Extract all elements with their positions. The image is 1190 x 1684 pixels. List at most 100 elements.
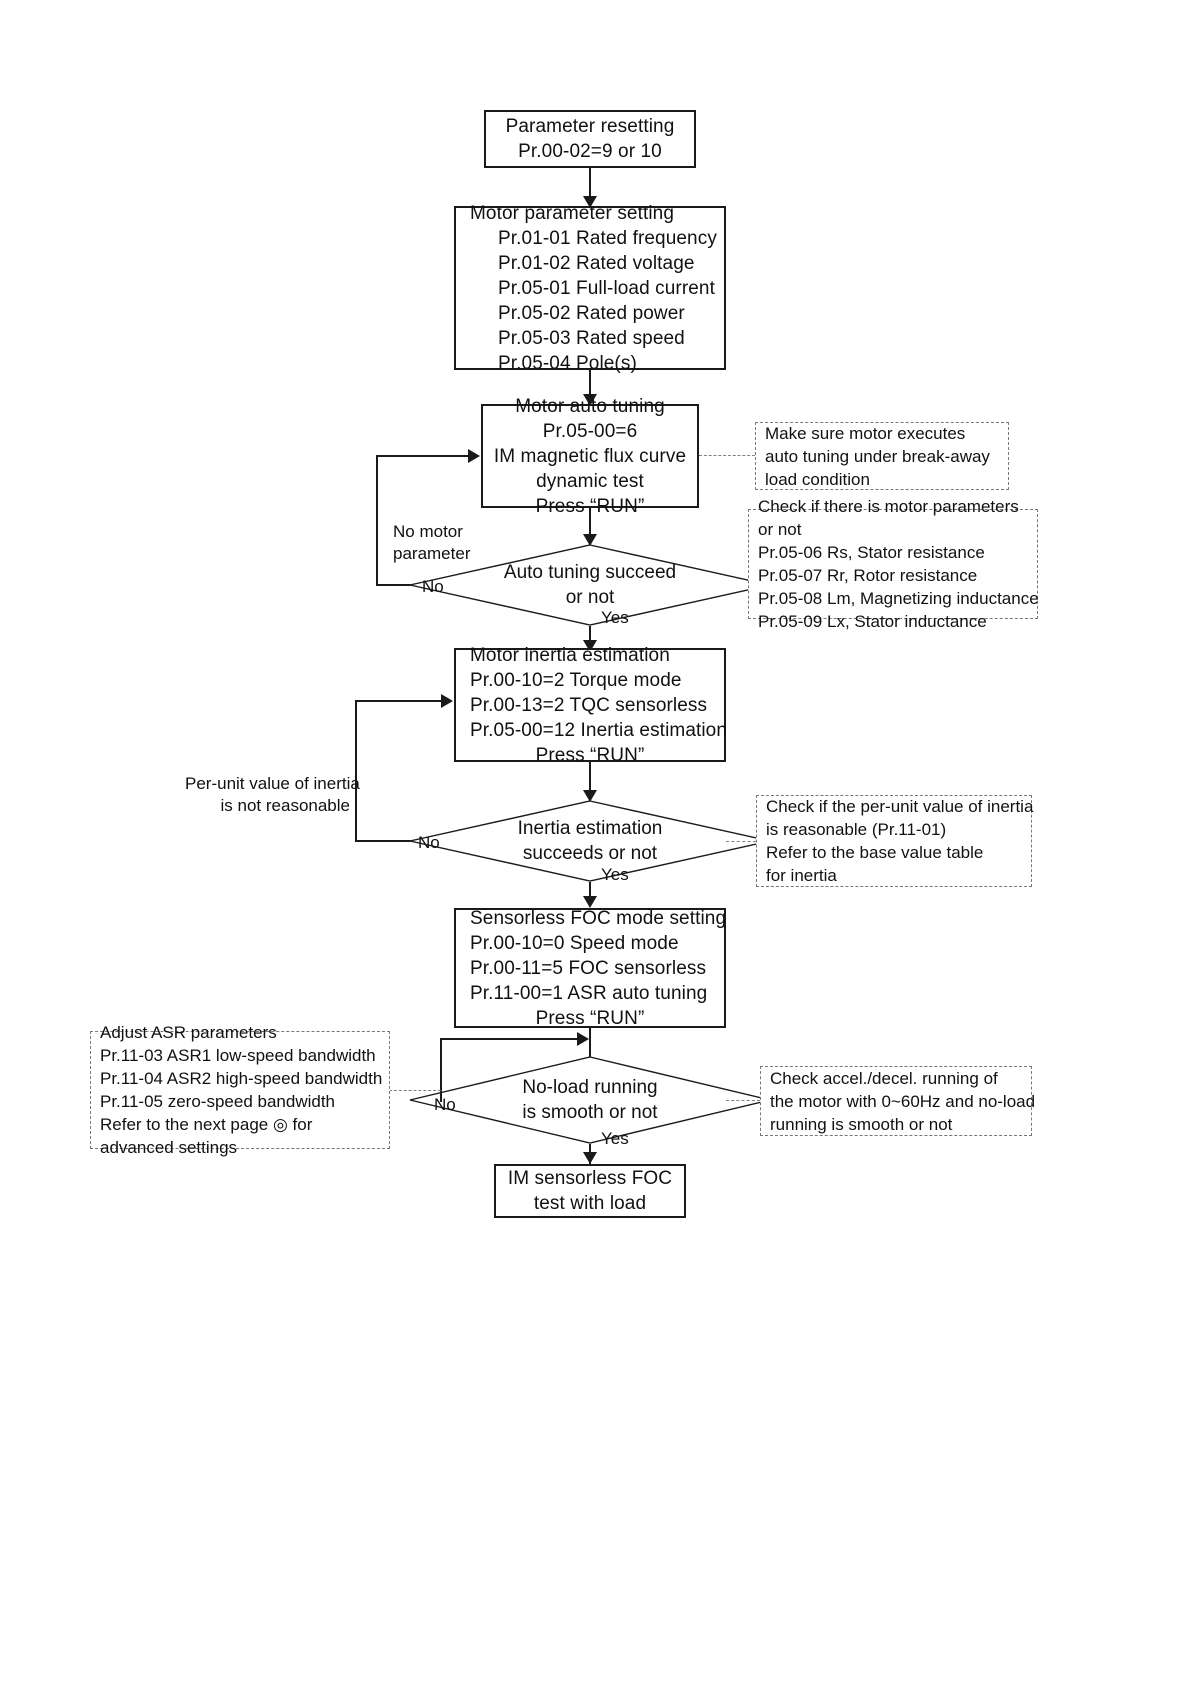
dashed-link-asr-note — [389, 1090, 441, 1091]
note-line: running is smooth or not — [770, 1114, 953, 1134]
note-accel-decel-running: Check accel./decel. running of the motor… — [760, 1066, 1036, 1136]
node-line: Motor inertia estimation — [470, 644, 670, 666]
decision-no-load-running[interactable]: No-load running is smooth or not — [409, 1056, 771, 1144]
note-line: load condition — [765, 469, 870, 489]
note-motor-parameters-check: Check if there is motor parameters or no… — [748, 497, 1039, 631]
note-line: auto tuning under break-away — [765, 446, 990, 466]
note-adjust-asr-parameters: Adjust ASR parameters Pr.11-03 ASR1 low-… — [90, 1023, 390, 1157]
node-line: Pr.05-01 Full-load current — [498, 277, 715, 299]
feedback-loop-3-top — [440, 1038, 583, 1040]
arrowhead-down — [583, 896, 597, 908]
label-line: No motor — [393, 522, 463, 541]
diamond-shape — [409, 1056, 771, 1144]
label-per-unit-not-reasonable: Per-unit value of inertia is not reasona… — [185, 773, 360, 817]
node-parameter-resetting[interactable]: Parameter resetting Pr.00-02=9 or 10 — [484, 110, 696, 168]
decision-inertia-estimation[interactable]: Inertia estimation succeeds or not — [409, 800, 771, 882]
note-line: Refer to the base value table — [766, 843, 984, 862]
arrowhead-down — [583, 196, 597, 208]
note-line: Adjust ASR parameters — [100, 1023, 277, 1042]
dashed-link-decision2-note — [726, 841, 756, 842]
note-line: is reasonable (Pr.11-01) — [766, 820, 947, 839]
node-heading: Motor parameter setting — [470, 202, 674, 224]
dashed-link-decision3-note — [726, 1100, 760, 1101]
node-line: Sensorless FOC mode setting — [470, 907, 727, 929]
arrowhead-right — [577, 1032, 589, 1046]
note-line: Pr.11-04 ASR2 high-speed bandwidth — [100, 1069, 383, 1088]
node-line: test with load — [533, 1193, 647, 1214]
node-line: Pr.01-02 Rated voltage — [498, 252, 695, 274]
node-line: Pr.05-04 Pole(s) — [498, 352, 637, 374]
node-line: Pr.00-10=0 Speed mode — [470, 932, 679, 954]
node-line: Pr.05-03 Rated speed — [498, 327, 685, 349]
label-no-3: No — [434, 1095, 456, 1114]
note-line: Pr.11-05 zero-speed bandwidth — [100, 1092, 336, 1111]
label-no-2: No — [418, 833, 440, 852]
note-line: Check accel./decel. running of — [770, 1068, 998, 1088]
dashed-link-autotuning-note — [699, 455, 755, 456]
arrowhead-down — [583, 1152, 597, 1164]
feedback-loop-2-top — [355, 700, 442, 702]
note-line: for inertia — [766, 866, 837, 885]
node-im-sensorless-foc-test[interactable]: IM sensorless FOC test with load — [494, 1164, 686, 1218]
feedback-loop-2-bottom — [355, 840, 411, 842]
connector-foc-to-decision3 — [589, 1028, 591, 1066]
note-line: advanced settings — [100, 1138, 238, 1157]
connector-motorparams-to-autotuning — [589, 370, 591, 398]
node-motor-inertia-estimation[interactable]: Motor inertia estimation Pr.00-10=2 Torq… — [454, 645, 728, 766]
connector-autotuning-to-decision1 — [589, 508, 591, 538]
node-line: Pr.00-13=2 TQC sensorless — [470, 694, 708, 716]
label-no-1: No — [422, 577, 444, 596]
node-line: Motor auto tuning — [515, 395, 665, 417]
node-line: Press “RUN” — [535, 1007, 645, 1029]
arrowhead-right — [468, 449, 480, 463]
note-line: Pr.05-07 Rr, Rotor resistance — [758, 566, 978, 585]
double-circle-icon: ◎ — [272, 1115, 288, 1134]
node-line: IM magnetic flux curve — [493, 445, 687, 467]
note-line: Check if there is motor parameters — [758, 497, 1019, 516]
note-line: Pr.05-06 Rs, Stator resistance — [758, 543, 985, 562]
note-refer-prefix: Refer to the next page — [100, 1115, 273, 1134]
feedback-loop-1-top — [376, 455, 469, 457]
feedback-loop-1-left — [376, 455, 378, 585]
label-line: is not reasonable — [220, 796, 350, 815]
label-no-motor-parameter: No motor parameter — [393, 521, 470, 565]
node-motor-parameter-setting[interactable]: Motor parameter setting Pr.01-01 Rated f… — [454, 203, 726, 374]
note-line: Pr.05-09 Lx, Stator inductance — [758, 612, 987, 631]
node-line: Pr.00-11=5 FOC sensorless — [470, 957, 707, 979]
feedback-loop-2-left — [355, 700, 357, 841]
label-line: Per-unit value of inertia — [185, 774, 360, 793]
note-line: Pr.11-03 ASR1 low-speed bandwidth — [100, 1046, 376, 1065]
label-line: parameter — [393, 544, 471, 563]
node-line: Press “RUN” — [535, 495, 645, 517]
feedback-loop-1-bottom — [376, 584, 411, 586]
node-line: Pr.05-00=6 — [542, 420, 638, 442]
diamond-shape — [409, 800, 771, 882]
node-line: Pr.11-00=1 ASR auto tuning — [470, 982, 708, 1004]
note-refer-suffix: for — [287, 1115, 313, 1134]
note-line: Make sure motor executes — [765, 423, 966, 443]
arrowhead-down — [583, 534, 597, 546]
node-line: Parameter resetting — [505, 116, 675, 137]
node-line: Pr.05-00=12 Inertia estimation — [470, 719, 728, 741]
note-inertia-per-unit: Check if the per-unit value of inertia i… — [756, 795, 1034, 887]
connector-decision1-yes — [589, 626, 591, 650]
arrowhead-down — [583, 790, 597, 802]
diamond-shape — [409, 544, 771, 626]
arrowhead-right — [441, 694, 453, 708]
node-line: dynamic test — [536, 470, 644, 492]
feedback-loop-3-left — [440, 1038, 442, 1102]
note-line: Check if the per-unit value of inertia — [766, 797, 1034, 816]
arrowhead-down — [583, 394, 597, 406]
node-line: Pr.00-02=9 or 10 — [518, 141, 662, 162]
note-refer-line: Refer to the next page ◎ for — [100, 1113, 380, 1136]
node-motor-auto-tuning[interactable]: Motor auto tuning Pr.05-00=6 IM magnetic… — [481, 396, 699, 517]
note-line: the motor with 0~60Hz and no-load — [770, 1091, 1036, 1111]
node-line: IM sensorless FOC — [507, 1168, 673, 1189]
node-line: Pr.01-01 Rated frequency — [498, 227, 717, 249]
connector-resetting-to-motorparams — [589, 168, 591, 198]
note-line: Pr.05-08 Lm, Magnetizing inductance — [758, 589, 1039, 608]
label-yes-3: Yes — [601, 1129, 629, 1148]
node-line: Pr.05-02 Rated power — [498, 302, 685, 324]
node-sensorless-foc-setting[interactable]: Sensorless FOC mode setting Pr.00-10=0 S… — [454, 907, 727, 1029]
